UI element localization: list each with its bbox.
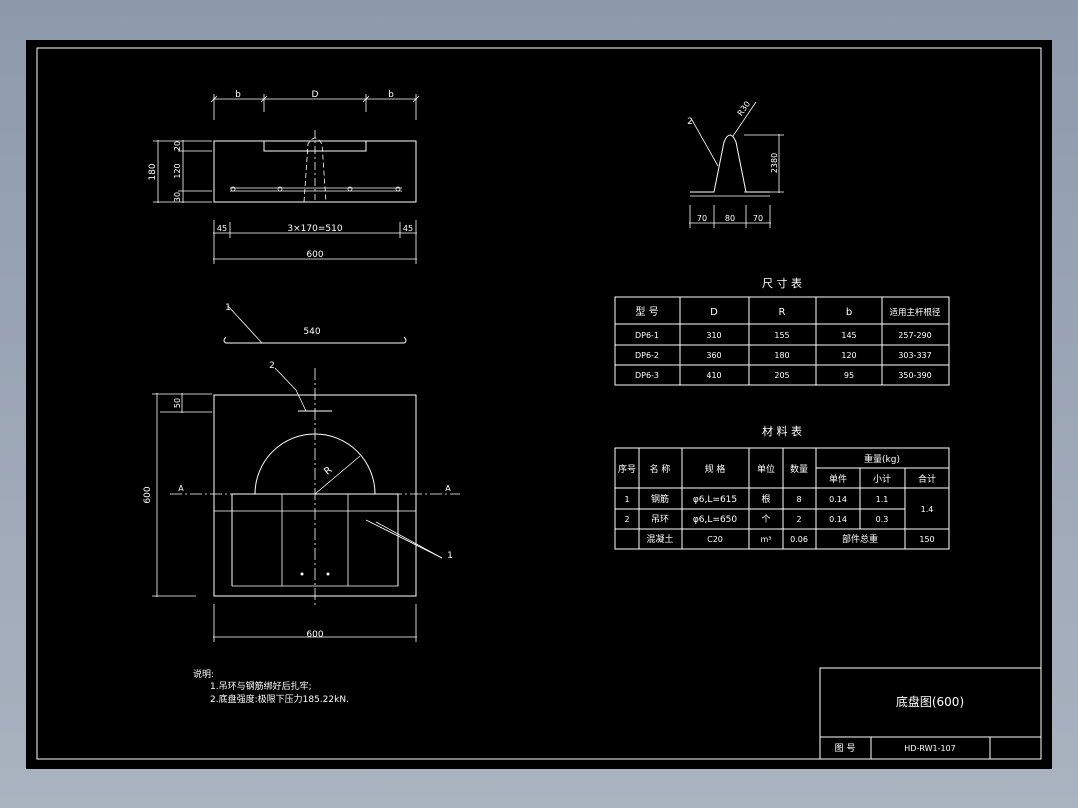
size-r3-R: 205 (774, 371, 789, 380)
drawing-title: 底盘图(600) (896, 694, 964, 709)
title-block: 底盘图(600) 图 号 HD-RW1-107 (819, 667, 1042, 760)
material-table-title: 材 料 表 (762, 424, 802, 438)
rebar-label: 1 (225, 303, 231, 313)
rebar-length: 540 (303, 327, 320, 337)
ring-width-2: 80 (725, 214, 735, 223)
size-r2-R: 180 (774, 351, 789, 360)
size-table-title: 尺 寸 表 (762, 276, 802, 290)
dim-600-horizontal: 600 (306, 630, 323, 640)
size-r3-b: 95 (844, 371, 854, 380)
dim-b-right: b (388, 90, 394, 100)
dim-b-left: b (235, 90, 241, 100)
dim-spacing: 3×170=510 (287, 224, 342, 234)
material-component-weight: 150 (919, 535, 934, 544)
notes-line-1: 1.吊环与钢筋绑好后扎牢; (210, 680, 312, 692)
dim-50: 50 (173, 398, 182, 408)
size-header-R: R (779, 307, 786, 318)
material-total: 1.4 (921, 505, 934, 514)
notes-line-2: 2.底盘强度:极限下压力185.22kN. (210, 693, 349, 705)
material-table: 材 料 表 序号 名 称 规 格 单位 数量 重量(kg) 单件 小计 合计 1… (614, 424, 950, 550)
sheet-border (36, 47, 1042, 760)
material-component-weight-label: 部件总重 (842, 533, 878, 545)
size-r2-b: 120 (841, 351, 856, 360)
size-r2-model: DP6-2 (635, 351, 659, 360)
size-header-model: 型 号 (635, 305, 658, 318)
size-table: 尺 寸 表 型 号 D R b 适用主杆根径 DP6-1 310 155 145… (614, 276, 950, 386)
material-r1-single: 0.14 (829, 495, 847, 504)
drawing-number-label: 图 号 (835, 743, 856, 754)
material-r2-spec: φ6,L=650 (693, 515, 738, 525)
size-r1-diameter: 257-290 (898, 331, 931, 340)
material-r2-no: 2 (624, 515, 629, 524)
ring-label: 2 (687, 117, 693, 127)
material-r1-subtotal: 1.1 (876, 495, 889, 504)
size-header-b: b (846, 307, 852, 318)
plan-view: 2 50 600 A A R 1 600 (143, 361, 460, 642)
material-header-no: 序号 (618, 463, 636, 475)
dim-45-right: 45 (403, 224, 413, 233)
drawing-sheet (26, 40, 1052, 769)
material-r1-name: 钢筋 (651, 493, 669, 505)
size-r1-model: DP6-1 (635, 331, 659, 340)
size-header-D: D (710, 307, 718, 318)
material-r1-spec: φ6,L=615 (693, 495, 737, 505)
dim-600-top: 600 (306, 250, 323, 260)
material-header-name: 名 称 (650, 463, 671, 475)
material-r2-subtotal: 0.3 (876, 515, 889, 524)
material-header-total: 合计 (918, 473, 936, 485)
material-header-spec: 规 格 (705, 463, 726, 475)
dim-D: D (312, 90, 319, 100)
material-r2-single: 0.14 (829, 515, 847, 524)
material-r1-qty: 8 (796, 495, 801, 504)
top-section-view: b D b 180 20 120 30 45 3×170=510 45 600 (148, 90, 420, 264)
ring-width-1: 70 (697, 214, 707, 223)
material-header-qty: 数量 (790, 463, 808, 475)
material-concrete-name: 混凝土 (646, 533, 673, 545)
ring-height: 2380 (770, 153, 779, 173)
material-r2-qty: 2 (796, 515, 801, 524)
dim-30: 30 (173, 192, 182, 202)
size-r3-model: DP6-3 (635, 371, 659, 380)
material-header-single: 单件 (829, 473, 847, 485)
size-r3-diameter: 350-390 (898, 371, 931, 380)
size-header-diameter: 适用主杆根径 (889, 307, 941, 318)
dim-120: 120 (173, 163, 182, 178)
material-r1-unit: 根 (761, 493, 770, 505)
size-r1-D: 310 (706, 331, 721, 340)
plan-label-1: 1 (447, 551, 453, 561)
size-r2-D: 360 (706, 351, 721, 360)
material-concrete-spec: C20 (707, 535, 723, 544)
ring-width-3: 70 (753, 214, 763, 223)
size-r1-R: 155 (774, 331, 789, 340)
material-r2-name: 吊环 (651, 514, 669, 525)
section-a-right: A (445, 484, 451, 493)
material-concrete-unit: m³ (761, 535, 772, 544)
material-header-subtotal: 小计 (873, 473, 891, 485)
dim-180: 180 (148, 163, 158, 180)
rebar-detail: 1 540 (223, 303, 407, 344)
plan-label-2: 2 (269, 361, 275, 371)
material-r1-no: 1 (624, 495, 629, 504)
dim-20: 20 (173, 141, 182, 151)
dim-600-vertical: 600 (143, 486, 153, 503)
size-r1-b: 145 (841, 331, 856, 340)
material-header-weight: 重量(kg) (864, 453, 900, 465)
notes: 说明: 1.吊环与钢筋绑好后扎牢; 2.底盘强度:极限下压力185.22kN. (193, 668, 349, 705)
material-concrete-qty: 0.06 (790, 535, 808, 544)
dim-45-left: 45 (217, 224, 227, 233)
section-a-left: A (178, 484, 184, 493)
drawing-number: HD-RW1-107 (904, 744, 955, 753)
material-header-unit: 单位 (757, 463, 775, 475)
notes-title: 说明: (193, 668, 214, 680)
material-r2-unit: 个 (761, 514, 770, 525)
size-r2-diameter: 303-337 (898, 351, 931, 360)
size-r3-D: 410 (706, 371, 721, 380)
